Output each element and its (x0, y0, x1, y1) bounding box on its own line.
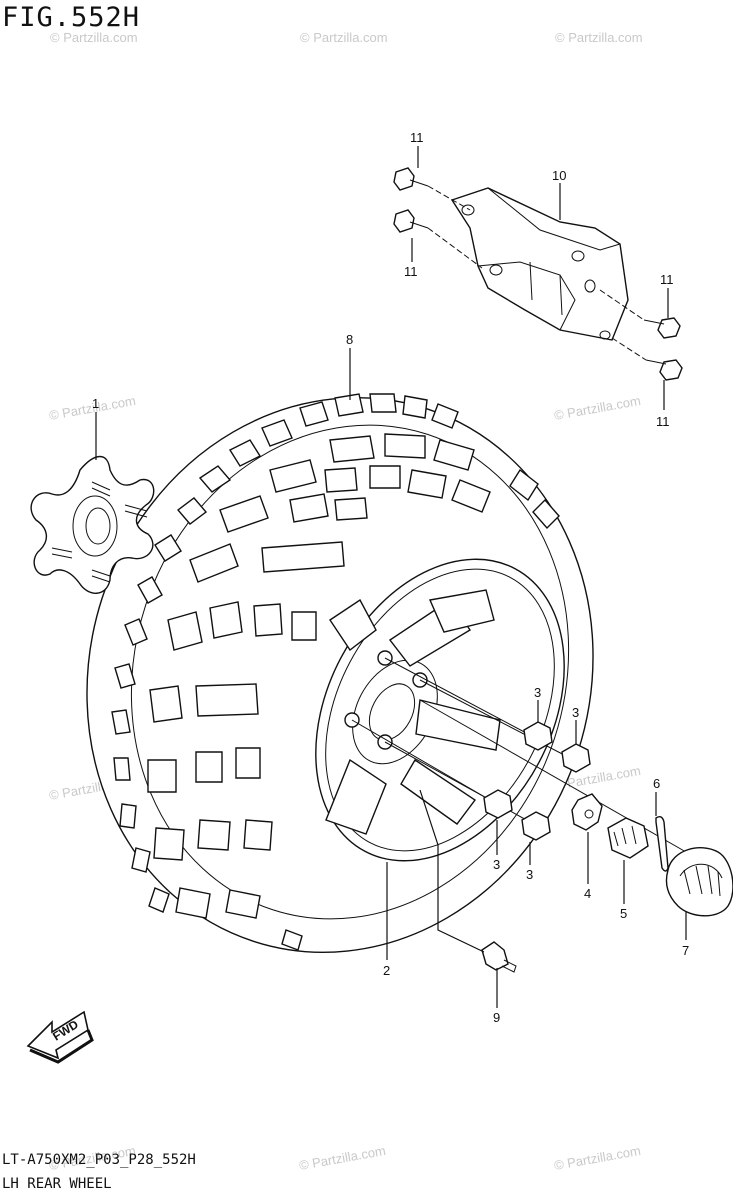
model-code: LT-A750XM2_P03_P28_552H (2, 1152, 196, 1168)
hub-cap[interactable] (665, 847, 733, 917)
bracket[interactable] (450, 187, 629, 341)
lock-washer[interactable] (571, 793, 603, 831)
lug-nuts[interactable] (483, 721, 591, 841)
callout-1: 1 (92, 396, 99, 411)
callout-11: 11 (656, 414, 670, 429)
watermark: © Partzilla.com (553, 393, 642, 423)
callout-10: 10 (552, 168, 566, 183)
callout-7: 7 (682, 943, 689, 958)
callout-11: 11 (404, 264, 418, 279)
callout-5: 5 (620, 906, 627, 921)
callout-9: 9 (493, 1010, 500, 1025)
tire-tread (111, 393, 560, 951)
callout-labels: 1 2 3 3 3 3 4 5 6 7 8 9 10 11 11 11 11 (92, 130, 689, 1025)
lug-nut-axes (351, 657, 701, 861)
castle-nut[interactable] (607, 817, 649, 859)
callout-6: 6 (653, 776, 660, 791)
cotter-pin[interactable] (655, 815, 669, 872)
wheel-rim[interactable] (266, 516, 614, 904)
callout-4: 4 (584, 886, 591, 901)
callout-3: 3 (534, 685, 541, 700)
callout-8: 8 (346, 332, 353, 347)
figure-title: FIG.552H (2, 2, 141, 33)
watermark: © Partzilla.com (555, 30, 643, 45)
leader-lines (95, 146, 687, 1008)
watermark: © Partzilla.com (50, 30, 138, 45)
tire-valve[interactable] (481, 941, 517, 973)
watermark: © Partzilla.com (553, 1143, 642, 1173)
figure-description: LH REAR WHEEL (2, 1176, 112, 1192)
forward-direction-arrow: FWD (26, 1010, 94, 1064)
callout-3: 3 (493, 857, 500, 872)
callout-2: 2 (383, 963, 390, 978)
callout-3: 3 (572, 705, 579, 720)
watermark: © Partzilla.com (300, 30, 388, 45)
callout-11: 11 (410, 130, 424, 145)
bracket-bolts[interactable] (393, 167, 683, 381)
callout-11: 11 (660, 272, 674, 287)
callout-3: 3 (526, 867, 533, 882)
watermark: © Partzilla.com (298, 1143, 387, 1173)
wheel-hub[interactable] (30, 455, 155, 594)
